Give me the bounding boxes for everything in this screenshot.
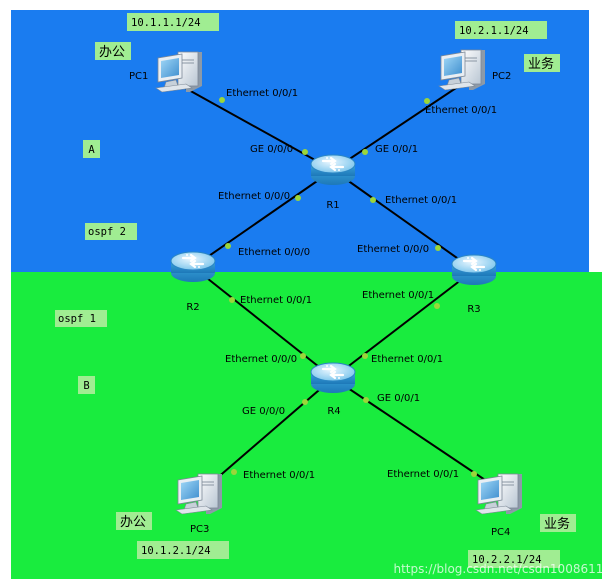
port-dot [362,149,368,155]
port-dot [370,197,376,203]
ip-address-pc2: 10.2.1.1/24 [459,25,529,37]
link-r1-r3 [332,169,475,271]
pc-name: PC2 [492,71,511,82]
area-label-box-b [78,376,95,394]
port-dot [434,303,440,309]
port-label: Ethernet 0/0/0 [238,247,310,258]
ospf-box-1 [55,310,107,327]
router-name: R1 [326,200,339,211]
port-label: Ethernet 0/0/1 [371,354,443,365]
port-label: Ethernet 0/0/1 [243,470,315,481]
dept-label-pc2: 业务 [528,56,554,72]
router-r4[interactable]: R4 [309,361,357,417]
router-name: R3 [467,304,480,315]
ospf-box-2 [85,223,137,240]
dept-label-pc1: 办公 [99,45,125,60]
ip-box-pc1 [127,13,219,31]
link-pc1-r1 [177,83,334,171]
port-dot [225,243,231,249]
router-icon [450,253,498,287]
ip-address-pc1: 10.1.1.1/24 [131,17,201,29]
ip-address-pc3: 10.1.2.1/24 [141,545,211,557]
area-b-background [11,272,602,579]
port-label: GE 0/0/0 [250,144,293,155]
link-pc2-r1 [332,77,472,171]
router-icon [309,361,357,395]
link-r1-r2 [192,169,334,268]
port-dot [229,297,235,303]
watermark: https://blog.csdn.net/csdn10086110 [393,562,611,576]
port-dot [295,195,301,201]
port-label: Ethernet 0/0/1 [387,469,459,480]
router-r1[interactable]: R1 [309,153,357,211]
port-label: Ethernet 0/0/0 [225,354,297,365]
port-label: Ethernet 0/0/1 [226,88,298,99]
port-dot [302,149,308,155]
ip-box-pc3 [137,541,229,559]
port-dot [362,353,368,359]
area-label-a: A [88,144,95,156]
port-label: Ethernet 0/0/0 [357,244,429,255]
dept-box-pc4 [540,514,576,532]
port-dot [219,97,225,103]
area-label-b: B [83,380,89,392]
router-icon [309,153,357,187]
port-dot [471,471,477,477]
port-labels: Ethernet 0/0/1 Ethernet 0/0/1 GE 0/0/0 G… [218,88,497,481]
dept-label-pc4: 业务 [544,516,570,532]
port-indicators [219,97,477,477]
router-name: R4 [327,406,340,417]
port-dot [300,353,306,359]
port-dot [435,245,441,251]
port-label: GE 0/0/0 [242,406,285,417]
ospf-label-2: ospf 2 [88,226,126,238]
ospf-label-1: ospf 1 [58,313,96,325]
port-dot [231,469,237,475]
port-label: GE 0/0/1 [375,144,418,155]
label-boxes: 10.1.1.1/24 10.2.1.1/24 10.1.2.1/24 10.2… [55,13,576,568]
router-r3[interactable]: R3 [450,253,498,315]
pc-name: PC4 [491,527,510,538]
link-r2-r4 [192,266,334,379]
link-r4-pc3 [200,377,334,493]
pc-name: PC1 [129,71,148,82]
ip-box-pc4 [468,550,560,568]
port-label: Ethernet 0/0/1 [385,195,457,206]
router-icon [169,250,217,284]
port-label: Ethernet 0/0/1 [362,290,434,301]
area-label-box-a [83,140,100,158]
pc-pc1[interactable]: PC1 [129,51,203,93]
pc-pc4[interactable]: PC4 [475,473,523,538]
dept-label-pc3: 办公 [120,515,146,530]
port-dot [424,98,430,104]
dept-box-pc2 [524,54,560,72]
port-label: Ethernet 0/0/1 [240,295,312,306]
port-label: Ethernet 0/0/0 [218,191,290,202]
dept-box-pc3 [116,512,152,530]
link-r3-r4 [332,269,475,379]
dept-box-pc1 [95,42,131,60]
port-dot [302,399,308,405]
port-label: Ethernet 0/0/1 [425,105,497,116]
port-dot [363,397,369,403]
ip-box-pc2 [455,21,547,39]
pc-pc2[interactable]: PC2 [438,49,511,91]
pc-pc3[interactable]: PC3 [175,473,223,535]
router-name: R2 [186,302,199,313]
router-r2[interactable]: R2 [169,250,217,313]
pc-name: PC3 [190,524,209,535]
port-label: GE 0/0/1 [377,393,420,404]
ip-address-pc4: 10.2.2.1/24 [472,554,542,566]
